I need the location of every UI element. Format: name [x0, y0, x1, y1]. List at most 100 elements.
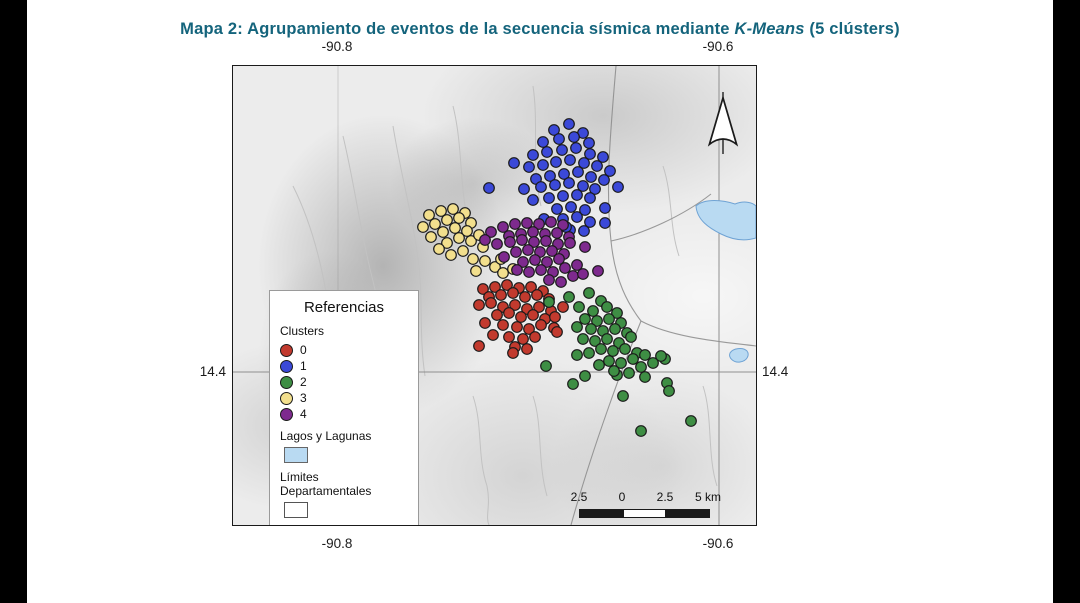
- scale-bar-segment: [666, 510, 709, 517]
- cluster-0-point: [485, 297, 497, 309]
- cluster-2-point: [593, 359, 605, 371]
- scale-bar-label: 2.5: [570, 490, 588, 504]
- cluster-2-point: [609, 323, 621, 335]
- cluster-3-point: [441, 214, 453, 226]
- cluster-1-point: [527, 194, 539, 206]
- cluster-4-point: [577, 268, 589, 280]
- cluster-1-point: [558, 168, 570, 180]
- cluster-2-point: [685, 415, 697, 427]
- cluster-0-point: [473, 299, 485, 311]
- cluster-2-point: [623, 367, 635, 379]
- cluster-0-point: [507, 287, 519, 299]
- cluster-2-point: [573, 301, 585, 313]
- cluster-1-point: [599, 202, 611, 214]
- cluster-3-point: [441, 237, 453, 249]
- cluster-2-point: [611, 307, 623, 319]
- cluster-1-point: [599, 217, 611, 229]
- cluster-0-point: [497, 319, 509, 331]
- cluster-0-point: [487, 329, 499, 341]
- cluster-3-point: [479, 255, 491, 267]
- legend-cluster-dot: [280, 391, 293, 405]
- legend-cluster-row: 2: [280, 374, 408, 390]
- cluster-3-point: [435, 205, 447, 217]
- cluster-3-point: [447, 203, 459, 215]
- cluster-3-point: [423, 209, 435, 221]
- cluster-0-point: [479, 317, 491, 329]
- cluster-1-point: [579, 204, 591, 216]
- cluster-4-point: [541, 256, 553, 268]
- cluster-1-point: [565, 201, 577, 213]
- cluster-0-point: [523, 323, 535, 335]
- cluster-2-point: [585, 323, 597, 335]
- cluster-2-point: [639, 349, 651, 361]
- cluster-1-point: [541, 146, 553, 158]
- cluster-4-point: [555, 276, 567, 288]
- cluster-0-point: [503, 331, 515, 343]
- lake-large: [695, 200, 756, 241]
- cluster-1-point: [551, 203, 563, 215]
- cluster-4-point: [540, 235, 552, 247]
- cluster-2-point: [603, 355, 615, 367]
- lon-label-top-left: -90.8: [321, 39, 353, 54]
- legend-cluster-label: 3: [300, 391, 307, 405]
- cluster-0-point: [515, 311, 527, 323]
- cluster-4-point: [527, 226, 539, 238]
- cluster-1-point: [563, 177, 575, 189]
- cluster-1-point: [584, 216, 596, 228]
- cluster-4-point: [497, 221, 509, 233]
- cluster-3-point: [437, 226, 449, 238]
- legend-cluster-row: 3: [280, 390, 408, 406]
- map-title-prefix: Mapa 2: [180, 20, 238, 38]
- cluster-1-point: [583, 137, 595, 149]
- scale-bar-segments: [579, 509, 710, 518]
- lakes-layer: [695, 200, 756, 363]
- cluster-3-point: [465, 235, 477, 247]
- cluster-0-point: [533, 301, 545, 313]
- cluster-4-point: [535, 264, 547, 276]
- cluster-0-point: [495, 289, 507, 301]
- map-title: Mapa 2: Agrupamiento de eventos de la se…: [0, 20, 1080, 39]
- scale-bar-segment: [623, 510, 666, 517]
- cluster-2-point: [608, 365, 620, 377]
- cluster-3-point: [417, 221, 429, 233]
- cluster-1-point: [527, 149, 539, 161]
- cluster-0-point: [549, 311, 561, 323]
- lon-label-bottom-right: -90.6: [702, 536, 734, 551]
- cluster-4-point: [516, 234, 528, 246]
- cluster-1-point: [570, 142, 582, 154]
- cluster-3-point: [425, 231, 437, 243]
- cluster-0-point: [477, 283, 489, 295]
- cluster-4-point: [551, 227, 563, 239]
- cluster-2-point: [583, 347, 595, 359]
- legend-cluster-dot: [280, 407, 293, 421]
- cluster-4-point: [546, 245, 558, 257]
- cluster-2-point: [583, 287, 595, 299]
- map-title-kmeans: K-Means: [734, 20, 805, 38]
- cluster-0-point: [527, 309, 539, 321]
- cluster-1-point: [549, 179, 561, 191]
- legend-cluster-dot: [280, 343, 293, 357]
- legend-lake-swatch: [284, 447, 308, 463]
- cluster-1-point: [550, 156, 562, 168]
- cluster-1-point: [535, 181, 547, 193]
- cluster-3-point: [461, 225, 473, 237]
- cluster-1-point: [568, 131, 580, 143]
- legend-cluster-label: 1: [300, 359, 307, 373]
- scale-bar-label: 0: [618, 490, 626, 504]
- cluster-0-point: [521, 343, 533, 355]
- cluster-0-point: [525, 281, 537, 293]
- cluster-3-point: [453, 232, 465, 244]
- cluster-1-point: [548, 124, 560, 136]
- cluster-2-point: [607, 345, 619, 357]
- legend-cluster-dot: [280, 359, 293, 373]
- cluster-0-point: [473, 340, 485, 352]
- cluster-0-point: [519, 291, 531, 303]
- cluster-1-point: [556, 144, 568, 156]
- cluster-2-point: [579, 370, 591, 382]
- cluster-points-layer: [417, 118, 697, 437]
- cluster-1-point: [598, 174, 610, 186]
- cluster-2-point: [591, 315, 603, 327]
